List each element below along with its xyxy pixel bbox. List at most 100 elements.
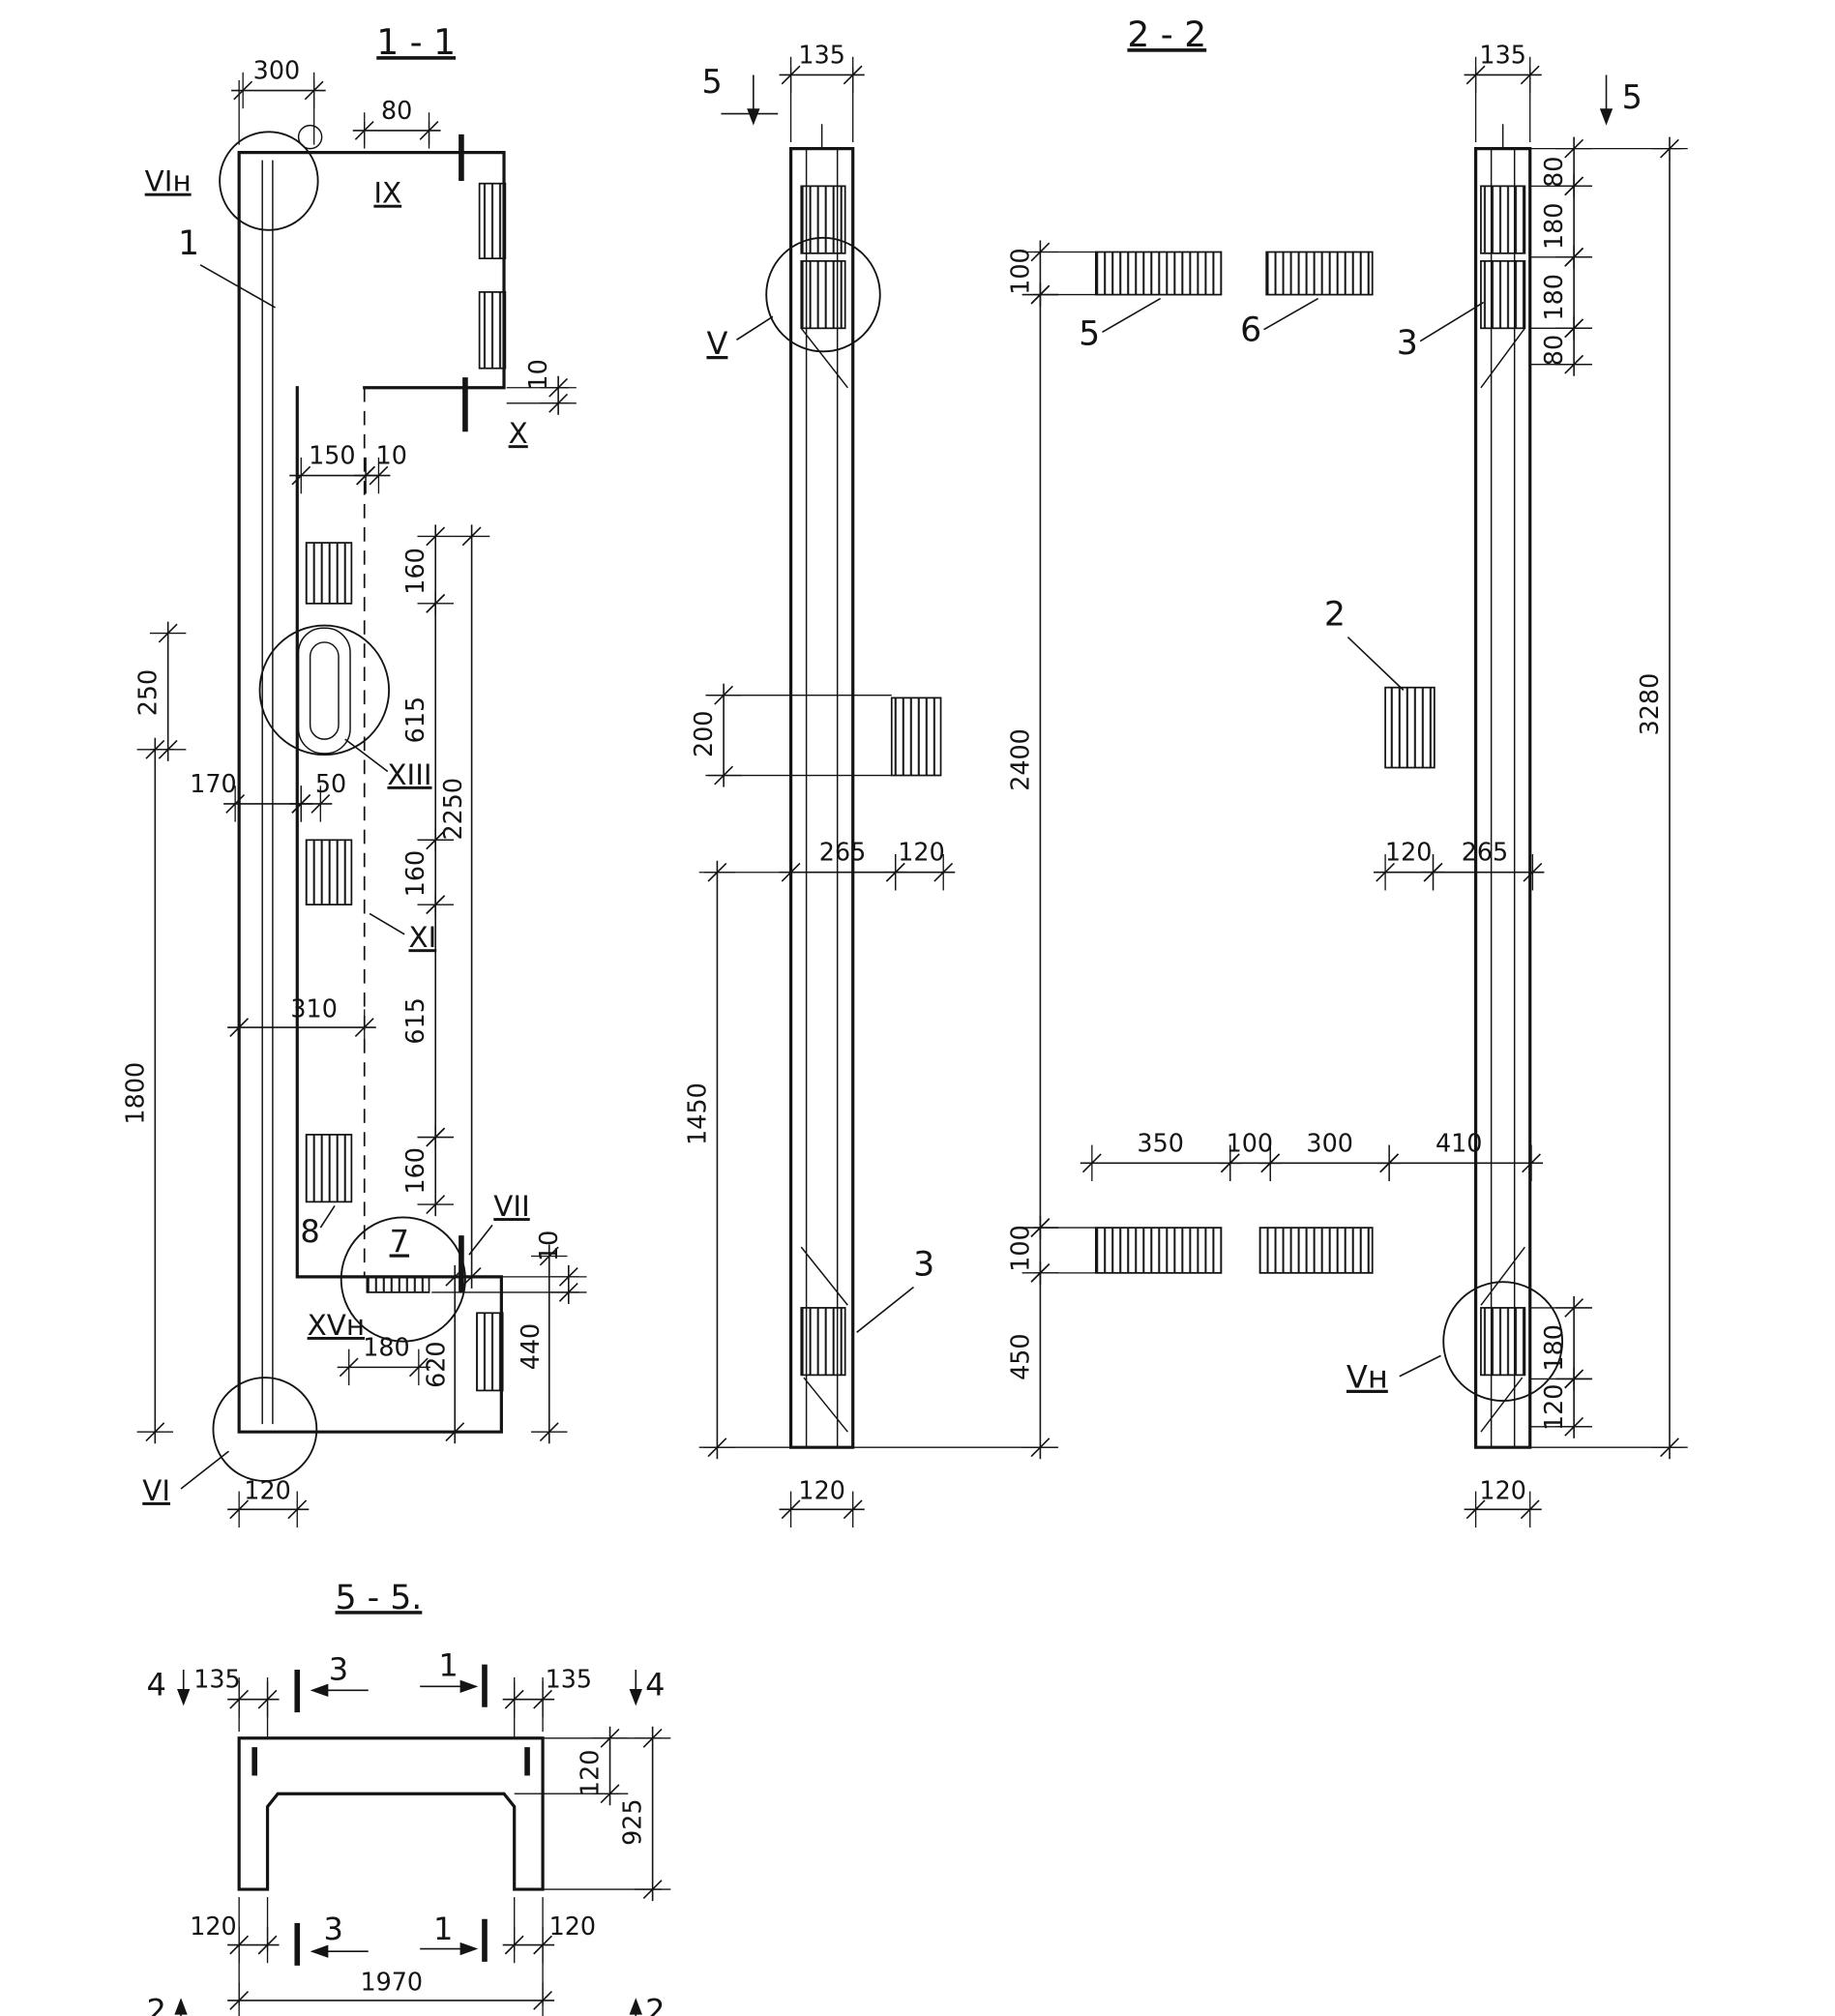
dim-80-bot: 80 (1539, 316, 1592, 376)
hatched-key (305, 839, 353, 905)
dim-120-legr-text: 120 (549, 1912, 596, 1941)
dim-160-a-text: 160 (400, 548, 429, 594)
arrowhead (177, 1689, 191, 1706)
dim-1450: 1450 (682, 860, 736, 1460)
arrowhead (629, 1689, 642, 1706)
dim-1970: 1970 (227, 1967, 555, 2016)
dim-135-l55: 135 (193, 1665, 280, 1718)
hatched-key (800, 185, 846, 254)
label-7-text: 7 (390, 1223, 409, 1260)
label-5: 5 (1079, 297, 1162, 354)
marker-2-left: 2 (146, 1992, 165, 2016)
hatched-key (476, 1312, 504, 1392)
marker-5-right: 5 (1622, 78, 1643, 116)
marker-1-bot: 1 (433, 1911, 453, 1947)
marker-5-left-text: 5 (701, 63, 722, 101)
label-5-text: 5 (1079, 315, 1100, 354)
dim-310-text: 310 (290, 993, 337, 1023)
slot-inner (309, 641, 340, 740)
dim-300-mid-text: 300 (1306, 1128, 1352, 1157)
dim-180-11-text: 180 (363, 1332, 409, 1361)
label-1-text: 1 (178, 224, 199, 263)
dim-615-a-text: 615 (400, 697, 429, 743)
dim-120-botr-text: 120 (1479, 1476, 1525, 1505)
label-6-text: 6 (1240, 311, 1261, 350)
label-V: V (706, 315, 774, 362)
dim-180-a-text: 180 (1539, 203, 1568, 250)
dim-135-right-text: 135 (1479, 40, 1525, 69)
dim-80-top-text: 80 (1539, 157, 1568, 188)
dim-120-botr: 120 (1464, 1476, 1542, 1528)
dim-925: 925 (618, 1726, 671, 1902)
label-VII-text: VII (493, 1190, 529, 1223)
label-VI: VI (142, 1450, 229, 1507)
dim-300-mid: 300 (1258, 1128, 1402, 1182)
embedded-plate (366, 1275, 430, 1293)
label-3-top: 3 (1397, 301, 1485, 363)
label-XI: XI (369, 912, 436, 954)
label-Vn: Vн (1347, 1354, 1441, 1396)
dim-620-text: 620 (422, 1341, 451, 1387)
dim-10-plate-text: 10 (534, 1230, 563, 1261)
label-XVn: XVн (308, 1309, 365, 1342)
label-3-bot-text: 3 (913, 1246, 934, 1285)
marker-3-top: 3 (329, 1651, 348, 1688)
hatched-key (305, 1134, 353, 1203)
marker-2-right-text: 2 (645, 1992, 665, 2016)
hatched-key (800, 1307, 846, 1377)
arrowhead (310, 1944, 329, 1958)
marker-3-bot-text: 3 (323, 1911, 342, 1947)
channel-outline (237, 1736, 545, 1891)
label-IX: IX (373, 177, 401, 210)
weld-detail-circle-V (765, 236, 881, 353)
section-2-2 (704, 67, 1683, 1449)
label-8-text: 8 (300, 1213, 319, 1250)
slot-outer (297, 627, 351, 755)
dim-925-text: 925 (618, 1798, 647, 1845)
dim-120-legr: 120 (502, 1912, 596, 1964)
dim-100-bot-text: 100 (1005, 1225, 1034, 1271)
dim-80-text: 80 (381, 96, 412, 125)
dim-250-text: 250 (133, 669, 163, 716)
dim-170-text: 170 (190, 769, 236, 798)
label-6: 6 (1240, 297, 1319, 350)
marker-4-left: 4 (146, 1667, 165, 1704)
dim-350: 350 (1080, 1128, 1242, 1182)
dim-180-b-text: 180 (1539, 274, 1568, 320)
dim-300: 300 (231, 55, 326, 109)
label-8: 8 (300, 1204, 336, 1250)
label-2: 2 (1324, 596, 1405, 691)
dim-1970-text: 1970 (361, 1967, 424, 1996)
dim-120-bottom: 120 (227, 1476, 310, 1528)
dim-440-text: 440 (516, 1323, 545, 1370)
dim-80-top: 80 (1539, 136, 1592, 198)
label-V-text: V (706, 325, 727, 362)
label-1: 1 (178, 224, 276, 309)
dim-120-bottom-text: 120 (244, 1476, 290, 1505)
inner-rebar-lines (261, 160, 274, 1425)
dim-120-left: 120 (883, 838, 956, 891)
hatched-key-5 (1094, 251, 1223, 296)
dim-120-web-text: 120 (576, 1750, 605, 1796)
marker-4-right: 4 (645, 1667, 665, 1704)
dim-160-a: 160 (400, 524, 454, 615)
dim-150: 150 (289, 441, 378, 494)
dim-350-text: 350 (1137, 1128, 1183, 1157)
hatched-key (1480, 185, 1526, 254)
dim-265-left-text: 265 (819, 838, 866, 867)
label-VIn: VIн (145, 165, 192, 198)
dim-160-c: 160 (400, 1125, 454, 1217)
marker-1-top: 1 (438, 1647, 458, 1684)
dim-450: 450 (1005, 1260, 1059, 1460)
section-arrows (180, 1669, 637, 2016)
dim-80: 80 (352, 96, 441, 149)
hatched-key (478, 291, 507, 370)
label-XIII-text: XIII (387, 758, 431, 791)
marker-3-bot: 3 (323, 1911, 342, 1947)
detail-circle-7 (340, 1216, 466, 1343)
dim-10-plate: 10 (534, 1230, 587, 1304)
label-7: 7 (390, 1223, 409, 1260)
dim-2250-text: 2250 (438, 778, 467, 841)
dim-410-text: 410 (1435, 1128, 1482, 1157)
